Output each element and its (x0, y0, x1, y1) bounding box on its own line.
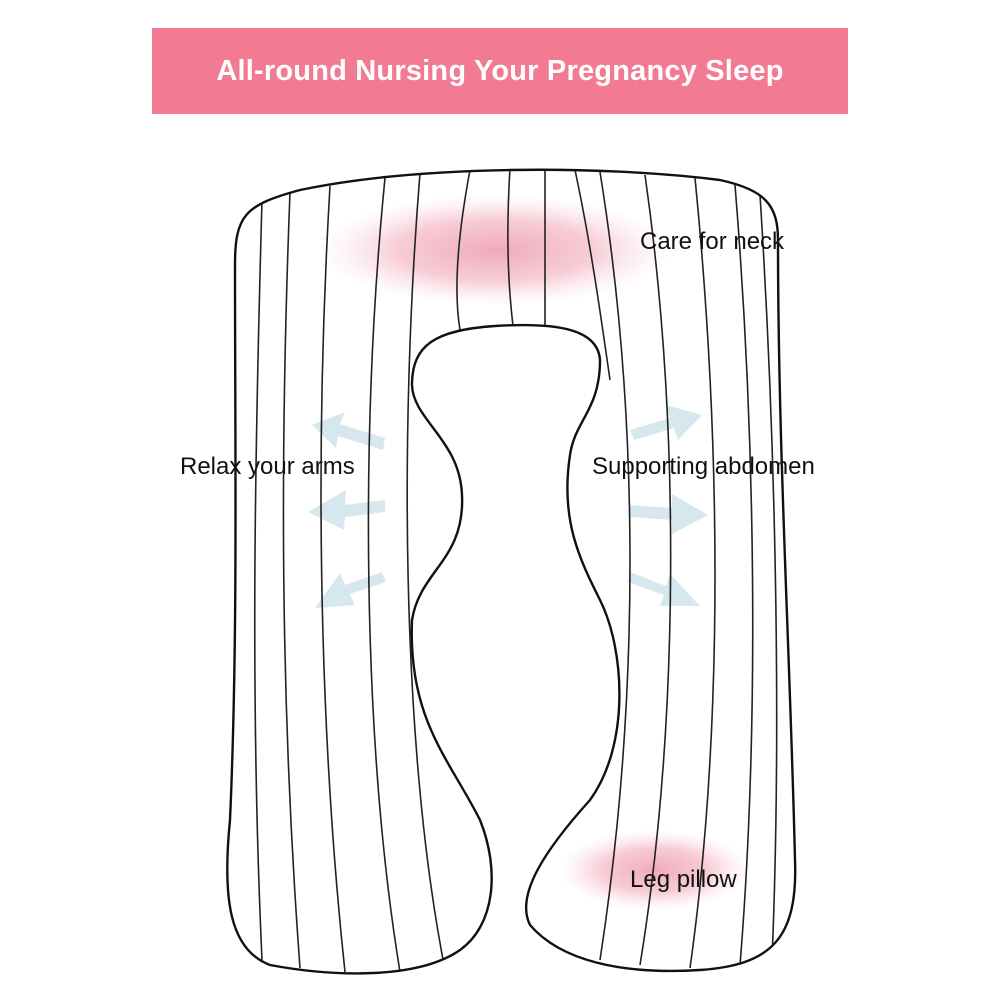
arrow-icon (630, 405, 702, 440)
abdomen-arrows (628, 405, 708, 606)
arrow-icon (630, 494, 708, 534)
arms-label: Relax your arms (180, 453, 355, 480)
pillow-stripes (253, 169, 778, 973)
neck-highlight (320, 195, 670, 305)
leg-highlight (560, 830, 750, 910)
arm-arrows (308, 412, 386, 608)
neck-label: Care for neck (640, 228, 785, 255)
arrow-icon (308, 490, 385, 530)
pillow-outline (226, 168, 797, 975)
banner-title: All-round Nursing Your Pregnancy Sleep (216, 54, 784, 87)
leg-pillow-label: Leg pillow (630, 866, 737, 893)
arrow-icon (315, 572, 386, 608)
arrow-icon (312, 412, 385, 450)
title-banner: All-round Nursing Your Pregnancy Sleep (152, 28, 848, 114)
abdomen-label: Supporting abdomen (592, 453, 815, 480)
arrow-icon (628, 572, 700, 606)
